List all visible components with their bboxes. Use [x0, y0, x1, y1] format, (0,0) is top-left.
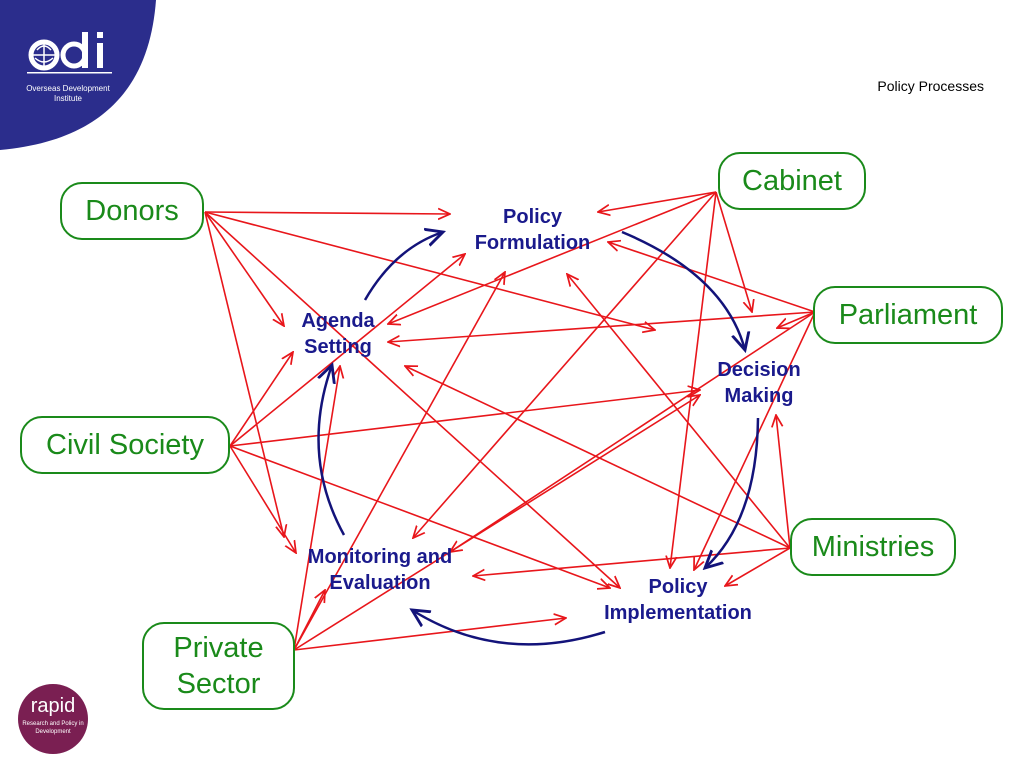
actor-cabinet: Cabinet — [718, 152, 866, 210]
decision-making-line1: Decision — [717, 359, 801, 381]
actor-parliament: Parliament — [813, 286, 1003, 344]
monitoring-line2: Evaluation — [329, 572, 431, 594]
monitoring-line1: Monitoring and — [307, 546, 453, 568]
actor-civil-society: Civil Society — [20, 416, 230, 474]
implementation-line2: Implementation — [604, 602, 752, 624]
agenda-setting-line2: Setting — [304, 336, 372, 358]
influence-arrows — [204, 191, 816, 651]
stage-policy-formulation: Policy Formulation — [455, 204, 610, 256]
rapid-logo-subtitle: Research and Policy in Development — [22, 721, 84, 735]
slide-title: Policy Processes — [877, 78, 984, 94]
private-sector-line2: Sector — [176, 668, 261, 700]
stage-policy-implementation: Policy Implementation — [578, 574, 778, 626]
stage-decision-making: Decision Making — [698, 357, 820, 409]
private-sector-line1: Private — [173, 632, 264, 664]
actor-donors: Donors — [60, 182, 204, 240]
policy-formulation-line1: Policy — [503, 206, 562, 228]
actor-private-sector: Private Sector — [142, 622, 295, 710]
odi-logo-subtitle: Overseas Development Institute — [26, 84, 110, 103]
actor-ministries: Ministries — [790, 518, 956, 576]
stage-monitoring-evaluation: Monitoring and Evaluation — [280, 544, 480, 596]
decision-making-line2: Making — [724, 385, 794, 407]
policy-cycle-arrows — [319, 232, 760, 646]
rapid-logo: rapid Research and Policy in Development — [18, 684, 88, 754]
implementation-line1: Policy — [648, 576, 708, 598]
odi-logo-background — [0, 0, 156, 150]
odi-logo-icon — [27, 32, 112, 74]
policy-formulation-line2: Formulation — [474, 232, 591, 254]
stage-agenda-setting: Agenda Setting — [278, 308, 398, 360]
agenda-setting-line1: Agenda — [301, 310, 375, 332]
rapid-logo-wordmark: rapid — [30, 695, 76, 717]
